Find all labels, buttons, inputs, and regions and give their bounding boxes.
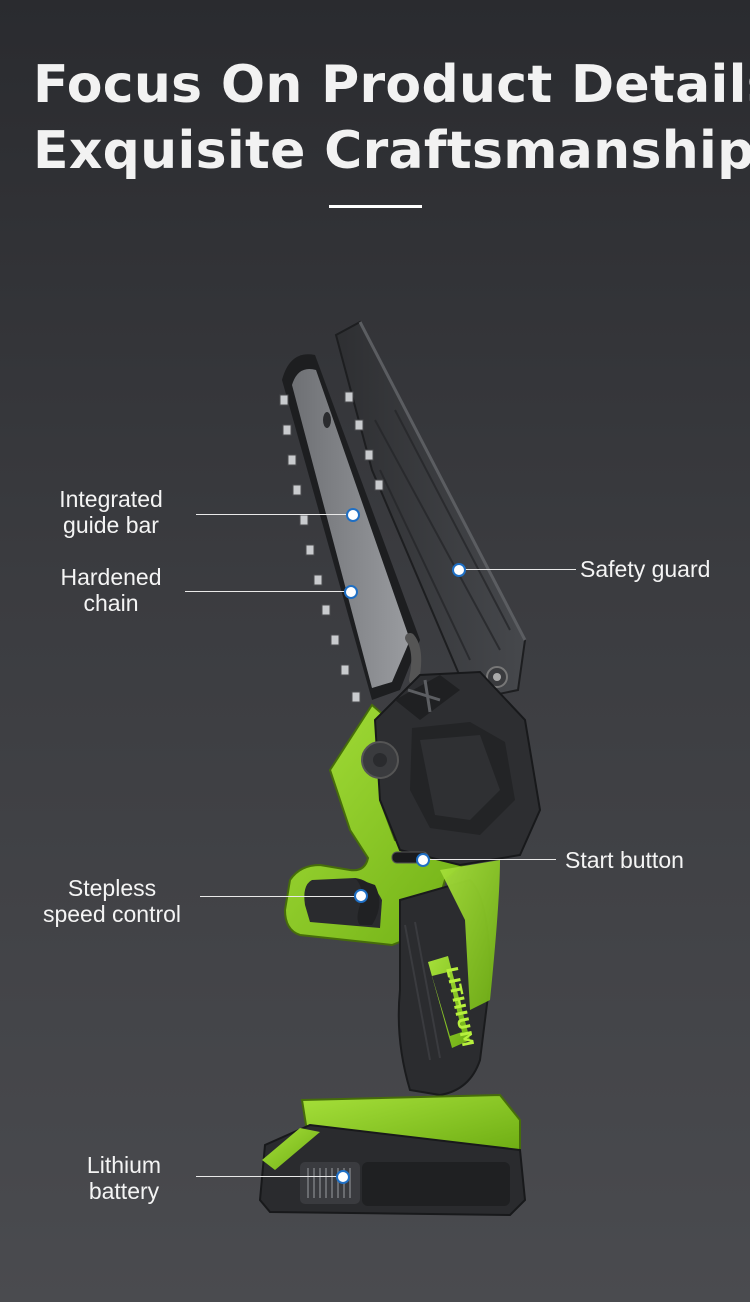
start-button-dot: [416, 853, 430, 867]
chain-leader: [185, 591, 345, 592]
chain-dot: [344, 585, 358, 599]
start-button-label: Start button: [565, 847, 684, 873]
safety-guard-part: [334, 320, 527, 702]
headline-line-1: Focus On Product Details: [33, 55, 750, 115]
motor-housing: [361, 670, 542, 867]
guide-bar-leader: [196, 514, 348, 515]
headline-divider: [329, 205, 422, 208]
guide-bar-dot: [346, 508, 360, 522]
speed-control-leader: [200, 896, 358, 897]
battery-part: [258, 1093, 527, 1217]
safety-guard-label: Safety guard: [580, 556, 711, 582]
chain-label: Hardened chain: [60, 564, 162, 616]
battery-leader: [196, 1176, 338, 1177]
battery-label: Lithium battery: [86, 1152, 162, 1204]
safety-guard-leader: [464, 569, 576, 570]
headline-line-2: Exquisite Craftsmanship: [33, 121, 750, 181]
safety-guard-dot: [452, 563, 466, 577]
speed-control-dot: [354, 889, 368, 903]
guide-bar-label: Integrated guide bar: [59, 486, 163, 538]
start-button-leader: [428, 859, 556, 860]
page-headline: Focus On Product Details Exquisite Craft…: [33, 52, 750, 184]
grip-part: [397, 860, 500, 1097]
speed-control-label: Stepless speed control: [42, 875, 182, 927]
guide-bar-part: [282, 354, 422, 700]
battery-dot: [336, 1170, 350, 1184]
chain-teeth: [279, 391, 384, 703]
